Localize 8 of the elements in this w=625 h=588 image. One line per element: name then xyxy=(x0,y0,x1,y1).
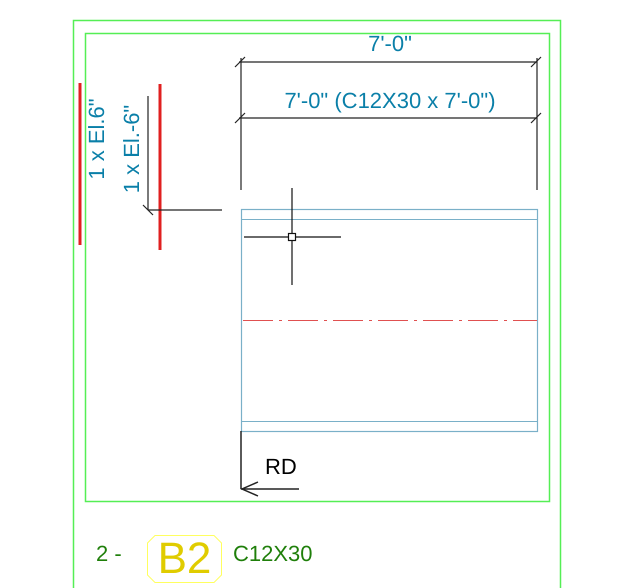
elevation-text: 1 x El.-6" xyxy=(121,104,143,196)
dimension-text: 7'-0" (C12X30 x 7'-0") xyxy=(283,90,497,112)
section-text: C12X30 xyxy=(233,543,313,565)
direction-text: RD xyxy=(265,456,297,478)
mark-tag: B2 xyxy=(147,535,222,583)
quantity-text: 2 - xyxy=(96,543,122,565)
elevation-text: 1 x El.6" xyxy=(86,97,108,182)
dimension-text: 7'-0" xyxy=(367,33,413,55)
